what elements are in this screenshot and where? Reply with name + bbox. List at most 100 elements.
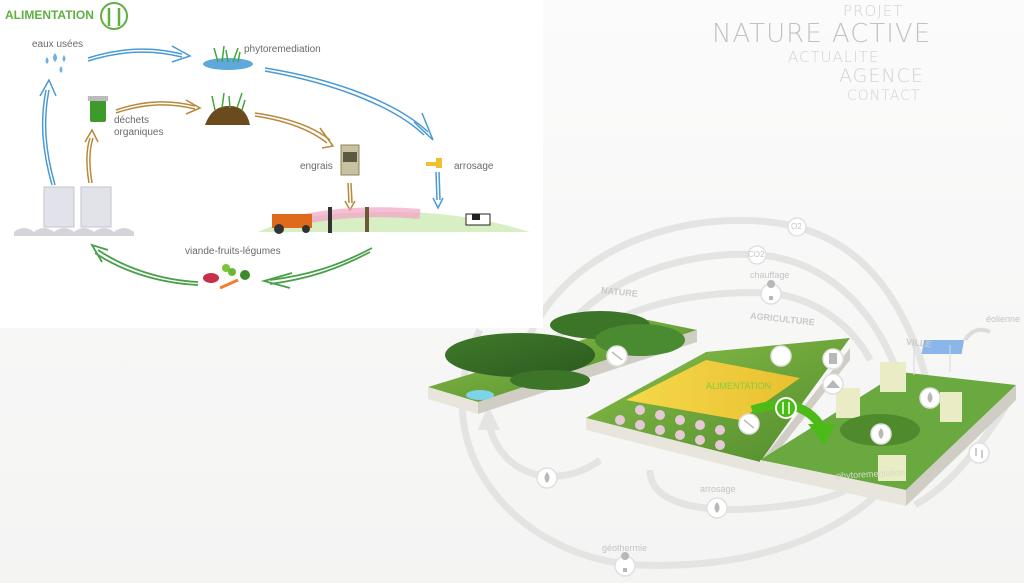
- arrow-arrosage-down-2: [438, 171, 441, 201]
- arrow-city-to-dechets-2: [89, 137, 94, 184]
- label-dechets: déchets: [114, 115, 150, 126]
- nav-actualite[interactable]: ACTUALITE: [788, 48, 880, 66]
- bin-lid: [88, 96, 108, 101]
- fork-badge[interactable]: [775, 397, 797, 419]
- nature-block: [428, 311, 697, 414]
- water-drop-icon: [59, 66, 63, 73]
- tower-icon: [43, 186, 75, 228]
- arc-arrow-head: [478, 405, 500, 430]
- farmer-icon: [365, 207, 369, 232]
- arrow-phyto-to-arrosage-2: [264, 70, 425, 136]
- label-phytoremediation: phytoremediation: [244, 44, 321, 55]
- meat-icon: [203, 273, 219, 283]
- compost-heap-icon: [205, 105, 250, 125]
- heap-icon: [826, 380, 840, 388]
- water-drop-icon: [878, 428, 884, 439]
- label-chauffage: chauffage: [750, 270, 790, 280]
- footsteps-icon: [975, 448, 983, 458]
- farmer-icon: [328, 207, 332, 233]
- label-arrosage: arrosage: [454, 161, 494, 172]
- pond-icon: [203, 58, 253, 70]
- nav-projet[interactable]: PROJET: [843, 2, 904, 20]
- arrow-compost-to-engrais: [254, 112, 331, 141]
- water-drop-icon: [714, 502, 720, 513]
- water-drop-icon: [45, 57, 49, 64]
- arrow-arrosage-down: [435, 171, 438, 201]
- badges: [536, 217, 990, 577]
- arrowhead: [84, 128, 99, 143]
- arrowhead: [39, 78, 57, 97]
- alimentation-cycle-panel: ALIMENTATION eaux usées phytoremediation…: [0, 0, 543, 328]
- alimentation-arrow-head: [808, 424, 836, 445]
- water-drop-icon: [927, 392, 933, 403]
- fork-knife-icon: [782, 402, 790, 414]
- bag-label: [343, 152, 357, 162]
- label-engrais: engrais: [300, 161, 333, 172]
- reeds-icon: [213, 45, 241, 63]
- label-arrosage-landscape: arrosage: [700, 484, 736, 494]
- arrow-dechets-to-compost-2: [115, 104, 196, 114]
- arrow-eaux-to-phyto: [87, 48, 183, 59]
- arrowhead: [171, 45, 192, 63]
- co2-badge[interactable]: [747, 245, 767, 265]
- greens-icon: [240, 270, 250, 280]
- arrow-food-to-city: [97, 249, 199, 283]
- arrow-field-to-food: [269, 247, 373, 281]
- grass-icon: [211, 92, 246, 111]
- tool-icon: [611, 351, 623, 361]
- title-icon-circle: [100, 2, 128, 30]
- bulb-icon: [621, 552, 630, 572]
- tool-icon: [743, 419, 755, 429]
- arrow-compost-to-engrais-2: [254, 115, 328, 144]
- arrowhead: [185, 99, 202, 115]
- cycle-diagram: [14, 2, 530, 290]
- nav-agence[interactable]: AGENCE: [839, 65, 924, 87]
- o2-badge[interactable]: [787, 217, 807, 237]
- crop-badge[interactable]: [770, 345, 792, 367]
- water-drop-icon: [62, 55, 66, 62]
- nav-contact[interactable]: CONTACT: [847, 88, 921, 104]
- solar-panel: [921, 340, 965, 354]
- footsteps-badge[interactable]: [968, 442, 990, 464]
- label-eolienne: éolienne: [986, 314, 1021, 324]
- arc-water-left: [484, 419, 603, 480]
- tower-icon: [80, 186, 112, 228]
- arrow-city-to-dechets: [86, 137, 91, 184]
- arrow-food-to-city-2: [94, 252, 199, 286]
- cow-spot: [472, 214, 480, 220]
- tractor-wheel: [274, 224, 284, 234]
- water-drop-icon: [544, 472, 550, 483]
- badge-co2-label: CO2: [748, 250, 765, 259]
- arrow-dechets-to-compost: [115, 101, 196, 111]
- bin-icon: [829, 353, 837, 364]
- label-alimentation-landscape: ALIMENTATION: [706, 381, 772, 391]
- arrowhead: [319, 127, 335, 149]
- badge-o2-label: O2: [791, 222, 802, 231]
- tractor-icon: [272, 214, 312, 228]
- label-viande-fruits-legumes: viande-fruits-légumes: [185, 246, 281, 257]
- arrow-phyto-to-arrosage: [264, 67, 429, 133]
- arrowhead: [413, 112, 434, 141]
- nav-nature-active[interactable]: NATURE ACTIVE: [712, 19, 932, 49]
- eolienne-arrow: [963, 327, 991, 342]
- arrowhead: [260, 272, 293, 289]
- fork-knife-icon: [107, 8, 121, 26]
- tap-icon: [426, 158, 442, 168]
- label-eaux-usees: eaux usées: [32, 39, 84, 50]
- apple-icon: [222, 264, 230, 272]
- compost-bin-icon: [90, 100, 106, 122]
- arrow-engrais-down-2: [350, 182, 353, 204]
- arrow-engrais-down: [347, 182, 350, 204]
- tractor-wheel: [302, 225, 310, 233]
- arrow-city-to-eaux: [41, 89, 53, 186]
- label-geothermie: géothermie: [602, 543, 648, 553]
- arrowhead: [432, 197, 444, 210]
- low-buildings-icon: [14, 228, 134, 236]
- diagram-title: ALIMENTATION: [5, 8, 94, 22]
- bulb-icon: [767, 280, 776, 300]
- label-organiques: organiques: [114, 127, 164, 138]
- arrow-field-to-food-2: [269, 251, 371, 285]
- arrow-eaux-to-phyto-2: [87, 51, 183, 62]
- apple-icon: [228, 268, 236, 276]
